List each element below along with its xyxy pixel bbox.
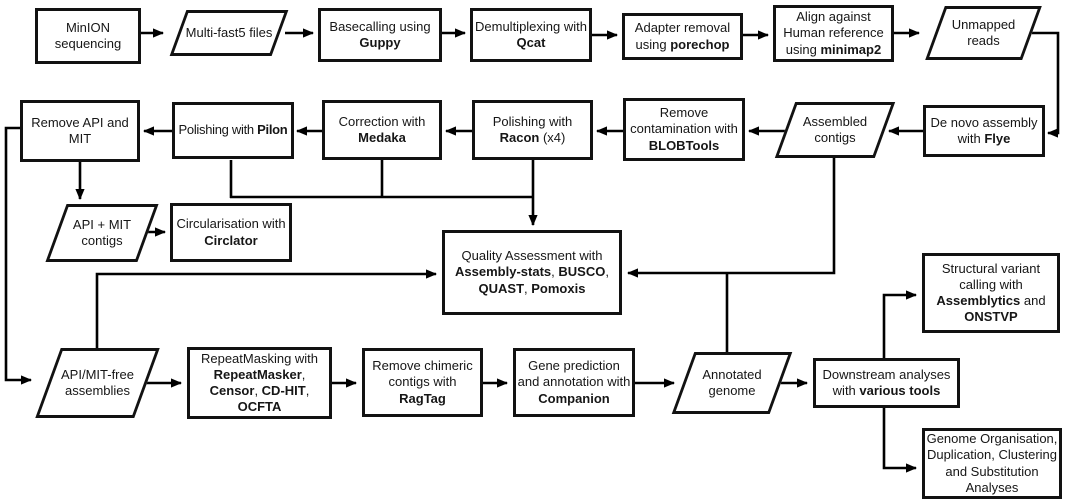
node-assembled-contigs: Assembled contigs: [774, 102, 896, 158]
node-structural-variant-calling-label: Structural variant calling with Assembly…: [936, 260, 1046, 325]
node-correction-medaka-label: Correction with Medaka: [338, 113, 426, 145]
node-remove-contamination-blobtools: Remove contamination with BLOBTools: [623, 98, 745, 161]
node-unmapped-reads-label: Unmapped reads: [951, 16, 1016, 48]
node-correction-medaka: Correction with Medaka: [322, 100, 442, 160]
node-polishing-pilon: Polishing with Pilon: [172, 102, 294, 159]
node-remove-chimeric-ragtag-label: Remove chimeric contigs with RagTag: [372, 358, 473, 406]
node-quality-assessment: Quality Assessment with Assembly-stats, …: [442, 230, 622, 315]
node-structural-variant-calling: Structural variant calling with Assembly…: [922, 253, 1060, 333]
node-remove-api-and-mit-label: Remove API and MIT: [31, 114, 129, 146]
node-assembled-contigs-label: Assembled contigs: [802, 113, 868, 145]
node-minion-sequencing: MinION sequencing: [35, 8, 141, 64]
node-downstream-analyses: Downstream analyses with various tools: [813, 358, 960, 408]
node-multi-fast5-files: Multi-fast5 files: [169, 10, 289, 56]
node-genome-organisation-analyses: Genome Organisation, Duplication, Cluste…: [922, 428, 1062, 499]
node-demultiplexing-qcat: Demultiplexing with Qcat: [470, 8, 592, 62]
node-downstream-analyses-label: Downstream analyses with various tools: [822, 366, 951, 398]
node-multi-fast5-files-label: Multi-fast5 files: [185, 24, 273, 40]
node-circularisation-circlator-label: Circularisation with Circlator: [176, 216, 286, 248]
node-polishing-racon: Polishing with Racon (x4): [472, 100, 593, 160]
node-polishing-pilon-label: Polishing with Pilon: [178, 122, 288, 138]
node-circularisation-circlator: Circularisation with Circlator: [170, 203, 292, 262]
node-remove-api-and-mit: Remove API and MIT: [20, 100, 140, 162]
node-de-novo-assembly-flye: De novo assembly with Flye: [923, 105, 1045, 157]
edge-downstream-to-structural: [882, 290, 917, 358]
edge-apimitfree-to-quality: [95, 269, 437, 348]
node-de-novo-assembly-flye-label: De novo assembly with Flye: [930, 114, 1038, 146]
node-api-mit-free-assemblies-label: API/MIT-free assemblies: [61, 366, 134, 398]
edge-assembled-to-quality: [627, 158, 836, 278]
node-basecalling-guppy: Basecalling using Guppy: [318, 8, 442, 62]
node-adapter-removal-porechop-label: Adapter removal using porechop: [634, 20, 731, 52]
node-repeatmasking: RepeatMasking with RepeatMasker, Censor,…: [187, 347, 332, 419]
node-basecalling-guppy-label: Basecalling using Guppy: [329, 18, 431, 50]
node-polishing-racon-label: Polishing with Racon (x4): [492, 113, 573, 145]
node-demultiplexing-qcat-label: Demultiplexing with Qcat: [475, 18, 587, 50]
node-api-mit-contigs-label: API + MIT contigs: [72, 216, 132, 248]
node-gene-prediction-companion: Gene prediction and annotation with Comp…: [513, 348, 635, 417]
edge-unmapped-to-flye: [1032, 31, 1060, 138]
node-api-mit-free-assemblies: API/MIT-free assemblies: [35, 348, 160, 418]
node-unmapped-reads: Unmapped reads: [925, 6, 1042, 60]
node-adapter-removal-porechop: Adapter removal using porechop: [622, 13, 743, 60]
node-quality-assessment-label: Quality Assessment with Assembly-stats, …: [455, 248, 609, 296]
node-api-mit-contigs: API + MIT contigs: [45, 204, 159, 262]
node-repeatmasking-label: RepeatMasking with RepeatMasker, Censor,…: [200, 350, 319, 415]
node-minion-sequencing-label: MinION sequencing: [54, 19, 122, 51]
edge-removeapi-to-apimitfree: [4, 126, 32, 385]
node-genome-organisation-analyses-label: Genome Organisation, Duplication, Cluste…: [926, 431, 1058, 495]
node-remove-chimeric-ragtag: Remove chimeric contigs with RagTag: [362, 348, 483, 417]
node-align-minimap2-label: Align against Human reference using mini…: [783, 9, 884, 57]
node-remove-contamination-blobtools-label: Remove contamination with BLOBTools: [630, 105, 738, 153]
edge-downstream-to-genomeorg: [882, 408, 917, 473]
node-annotated-genome: Annotated genome: [671, 352, 793, 414]
node-gene-prediction-companion-label: Gene prediction and annotation with Comp…: [517, 358, 631, 406]
node-annotated-genome-label: Annotated genome: [702, 366, 762, 398]
node-align-minimap2: Align against Human reference using mini…: [773, 5, 894, 62]
